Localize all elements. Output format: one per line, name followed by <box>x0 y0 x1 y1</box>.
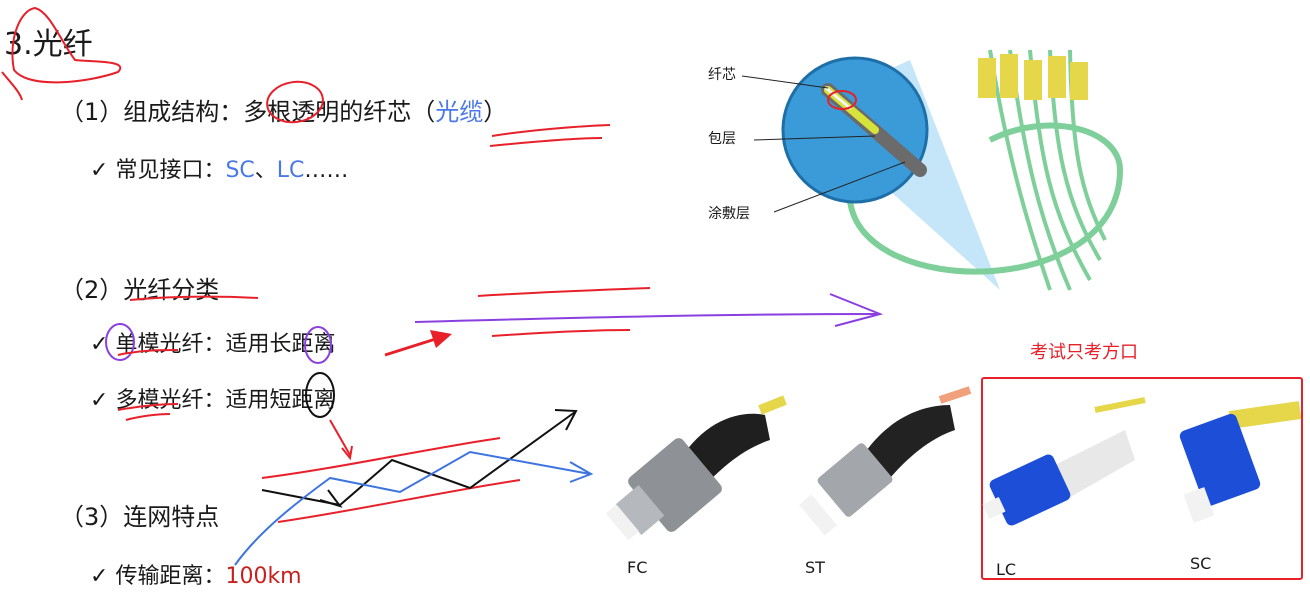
section-title: 3.光纤 <box>4 27 93 62</box>
optical-cable-term: 光缆 <box>435 98 484 126</box>
interfaces-separator: 、 <box>254 158 277 183</box>
composition-text: 多根透明的纤芯（ <box>243 98 436 126</box>
core-annotation-circle <box>827 90 857 110</box>
cladding-label: 包层 <box>708 131 736 147</box>
distance-value: 100km <box>225 564 302 589</box>
distance-label: 传输距离： <box>115 564 226 589</box>
fiber-cable-loop <box>847 122 1124 275</box>
lc-term: LC <box>276 158 305 183</box>
lc-connector-image <box>982 397 1146 526</box>
lc-label: LC <box>996 560 1017 579</box>
square-connector-box <box>981 377 1303 580</box>
composition-label: （1）组成结构： <box>60 98 244 126</box>
multi-mode-text: 多模光纤：适用短距离 <box>115 388 336 413</box>
check-icon: ✓ <box>90 332 109 357</box>
sc-term: SC <box>225 158 255 183</box>
coating-label: 涂敷层 <box>708 206 750 222</box>
composition-heading: （1）组成结构：多根透明的纤芯（光缆） <box>60 100 507 124</box>
multi-mode-line: ✓ 多模光纤：适用短距离 <box>90 390 335 412</box>
fiber-core-shape <box>824 86 852 110</box>
composition-close: ） <box>483 98 508 126</box>
fc-label: FC <box>627 558 648 577</box>
classification-heading: （2）光纤分类 <box>60 276 220 304</box>
sc-label: SC <box>1190 554 1212 573</box>
interfaces-ellipsis: …… <box>304 158 349 183</box>
exam-note: 考试只考方口 <box>1030 342 1138 363</box>
distance-line: ✓ 传输距离：100km <box>90 566 302 588</box>
check-icon: ✓ <box>90 158 109 183</box>
check-icon: ✓ <box>90 564 109 589</box>
interfaces-line: ✓ 常见接口：SC、LC…… <box>90 160 348 182</box>
check-icon: ✓ <box>90 388 109 413</box>
fiber-bundle-image <box>978 49 1107 291</box>
interfaces-label: 常见接口： <box>115 158 226 183</box>
features-heading: （3）连网特点 <box>60 503 220 531</box>
core-label: 纤芯 <box>708 67 736 83</box>
st-label: ST <box>805 558 825 577</box>
st-connector-image <box>799 386 972 536</box>
fiber-structure-diagram <box>741 56 1124 290</box>
magnifier-circle <box>781 56 929 204</box>
sc-connector-image <box>1179 401 1302 523</box>
fc-connector-image <box>605 395 787 541</box>
